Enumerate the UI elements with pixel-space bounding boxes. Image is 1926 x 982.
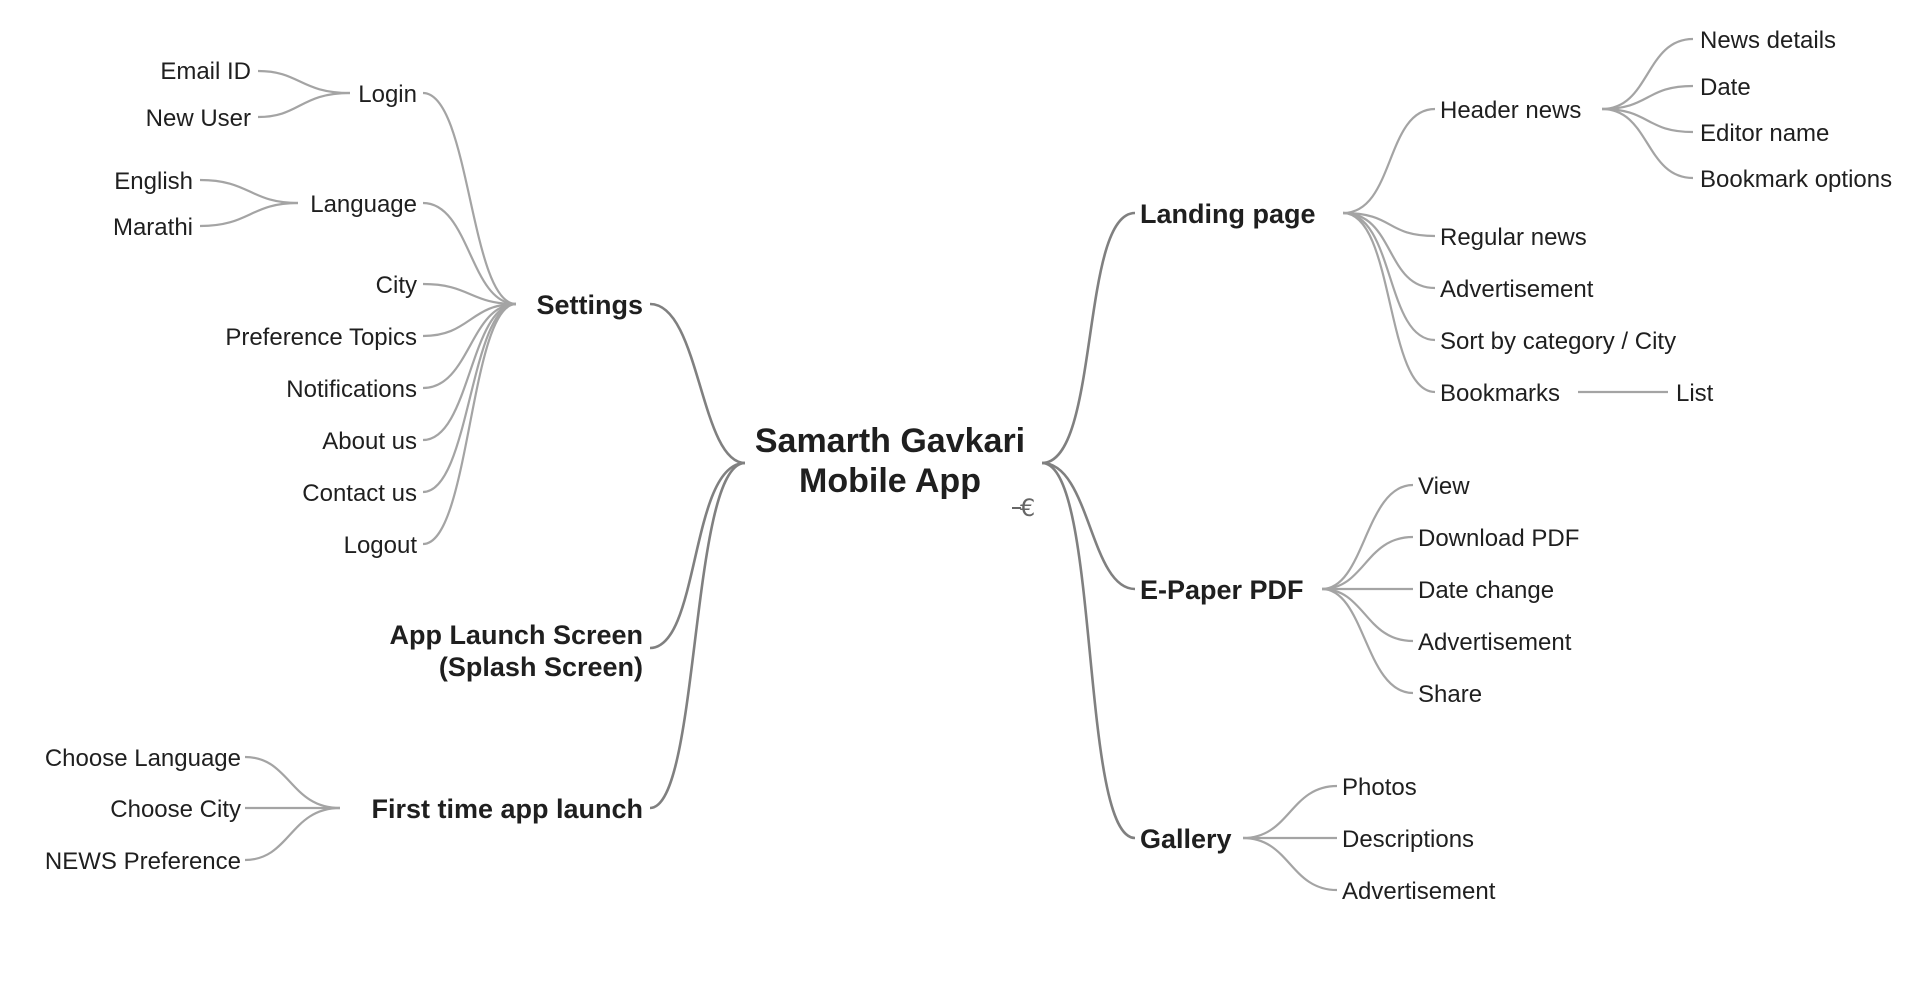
node-city[interactable]: City bbox=[376, 272, 417, 299]
edge-header-details bbox=[1601, 37, 1694, 111]
node-language[interactable]: Language bbox=[310, 191, 417, 218]
node-landing-page[interactable]: Landing page bbox=[1140, 199, 1316, 229]
node-logout[interactable]: Logout bbox=[344, 532, 418, 559]
edge-root-gallery bbox=[1041, 461, 1136, 840]
edge-header-bookmark-options bbox=[1601, 107, 1694, 180]
edge-first-news-preference bbox=[244, 806, 341, 862]
node-regular-news[interactable]: Regular news bbox=[1440, 224, 1587, 251]
edge-gallery-photos bbox=[1242, 784, 1338, 840]
node-about-us[interactable]: About us bbox=[322, 428, 417, 455]
edge-language-marathi bbox=[199, 201, 299, 228]
node-download-pdf[interactable]: Download PDF bbox=[1418, 525, 1579, 552]
node-login[interactable]: Login bbox=[358, 81, 417, 108]
node-bookmark-options[interactable]: Bookmark options bbox=[1700, 166, 1892, 193]
edge-epaper-view bbox=[1321, 483, 1414, 591]
node-email-id[interactable]: Email ID bbox=[160, 58, 251, 85]
edge-settings-logout bbox=[422, 302, 517, 546]
edge-language-english bbox=[199, 178, 299, 205]
edge-first-choose-language bbox=[244, 755, 341, 810]
edge-root-settings bbox=[649, 302, 746, 465]
edge-landing-bookmarks bbox=[1342, 211, 1436, 394]
node-first-launch[interactable]: First time app launch bbox=[371, 794, 643, 824]
edge-landing-regular bbox=[1342, 211, 1436, 238]
edge-header-date bbox=[1601, 84, 1694, 111]
node-editor-name[interactable]: Editor name bbox=[1700, 120, 1829, 147]
node-notifications[interactable]: Notifications bbox=[286, 376, 417, 403]
node-gallery[interactable]: Gallery bbox=[1140, 824, 1232, 854]
node-gallery-descriptions[interactable]: Descriptions bbox=[1342, 826, 1474, 853]
node-epaper-view[interactable]: View bbox=[1418, 473, 1470, 500]
node-news-preference[interactable]: NEWS Preference bbox=[45, 848, 241, 875]
root-title-line-2: Mobile App bbox=[799, 462, 981, 500]
node-bookmarks-list[interactable]: List bbox=[1676, 380, 1714, 407]
edge-epaper-share bbox=[1321, 587, 1414, 695]
edge-epaper-advertisement bbox=[1321, 587, 1414, 643]
node-gallery-advertisement[interactable]: Advertisement bbox=[1342, 878, 1496, 905]
node-landing-advertisement[interactable]: Advertisement bbox=[1440, 276, 1594, 303]
collapse-toggle-icon: € bbox=[1020, 494, 1035, 522]
root-node[interactable]: Samarth Gavkari Mobile App bbox=[755, 422, 1025, 500]
node-epaper-pdf[interactable]: E-Paper PDF bbox=[1140, 575, 1304, 605]
app-launch-line-1: App Launch Screen bbox=[389, 620, 643, 650]
edge-epaper-download bbox=[1321, 535, 1414, 591]
edge-root-first-launch bbox=[649, 461, 746, 810]
edge-login-email bbox=[257, 69, 351, 95]
node-english[interactable]: English bbox=[114, 168, 193, 195]
node-marathi[interactable]: Marathi bbox=[113, 214, 193, 241]
node-date[interactable]: Date bbox=[1700, 74, 1751, 101]
node-preference-topics[interactable]: Preference Topics bbox=[225, 324, 417, 351]
edge-root-landing bbox=[1041, 211, 1136, 465]
node-epaper-advertisement[interactable]: Advertisement bbox=[1418, 629, 1572, 656]
edge-root-app-launch bbox=[649, 461, 746, 650]
root-title-line-1: Samarth Gavkari bbox=[755, 422, 1025, 460]
edge-settings-language bbox=[422, 201, 517, 306]
connectors bbox=[199, 37, 1694, 892]
edge-root-epaper bbox=[1041, 461, 1136, 591]
edge-gallery-advertisement bbox=[1242, 836, 1338, 892]
node-new-user[interactable]: New User bbox=[146, 105, 251, 132]
node-news-details[interactable]: News details bbox=[1700, 27, 1836, 54]
node-choose-language[interactable]: Choose Language bbox=[45, 745, 241, 772]
node-contact-us[interactable]: Contact us bbox=[302, 480, 417, 507]
node-settings[interactable]: Settings bbox=[536, 290, 643, 320]
node-gallery-photos[interactable]: Photos bbox=[1342, 774, 1417, 801]
node-sort-by-category[interactable]: Sort by category / City bbox=[1440, 328, 1676, 355]
edge-settings-city bbox=[422, 282, 517, 306]
node-bookmarks[interactable]: Bookmarks bbox=[1440, 380, 1560, 407]
edge-landing-sort bbox=[1342, 211, 1436, 342]
collapse-toggle[interactable]: € bbox=[1012, 494, 1035, 522]
edge-header-editor bbox=[1601, 107, 1694, 134]
edge-settings-contact bbox=[422, 302, 517, 494]
edge-settings-about bbox=[422, 302, 517, 442]
edge-landing-header bbox=[1342, 107, 1436, 215]
node-date-change[interactable]: Date change bbox=[1418, 577, 1554, 604]
edge-login-newuser bbox=[257, 91, 351, 119]
node-epaper-share[interactable]: Share bbox=[1418, 681, 1482, 708]
edge-settings-preference bbox=[422, 302, 517, 338]
edge-settings-login bbox=[422, 91, 517, 306]
node-app-launch[interactable]: App Launch Screen (Splash Screen) bbox=[389, 620, 643, 682]
node-choose-city[interactable]: Choose City bbox=[110, 796, 241, 823]
app-launch-line-2: (Splash Screen) bbox=[439, 652, 643, 682]
edge-settings-notifications bbox=[422, 302, 517, 390]
node-header-news[interactable]: Header news bbox=[1440, 97, 1581, 124]
edge-landing-advertisement bbox=[1342, 211, 1436, 290]
